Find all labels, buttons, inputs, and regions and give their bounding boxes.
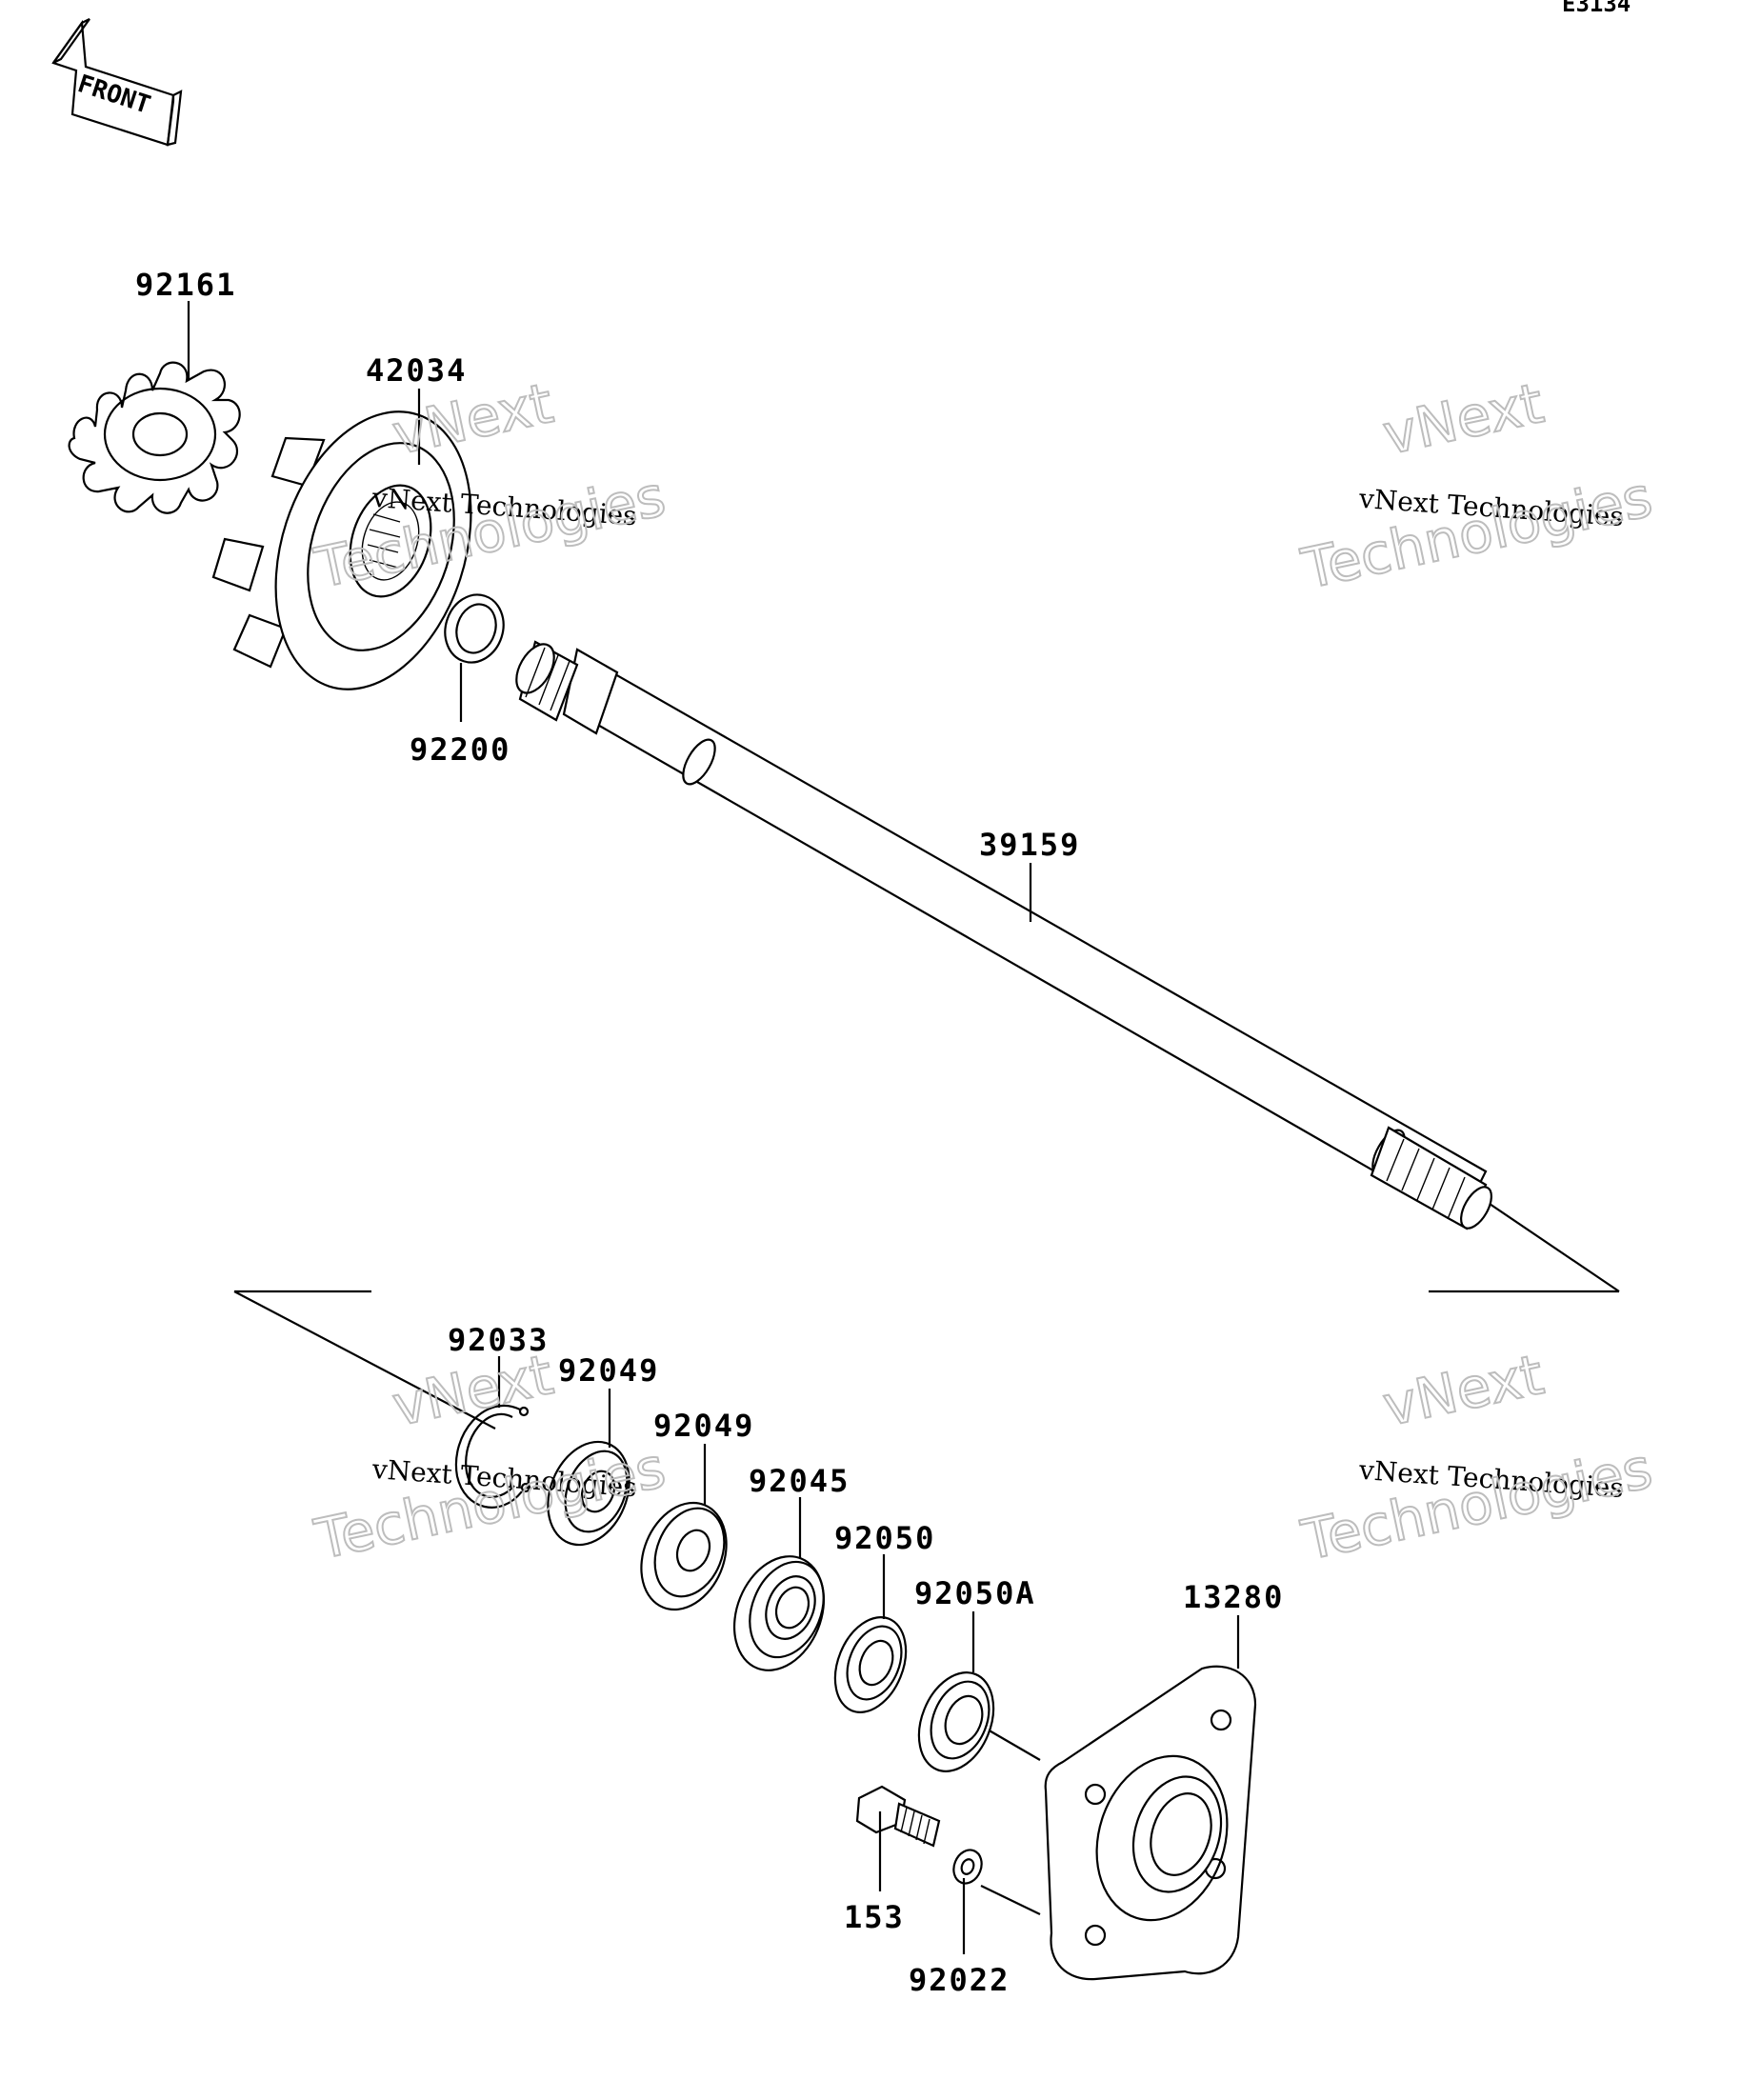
diagram-code: E3134 <box>1562 0 1631 17</box>
label-13280: 13280 <box>1183 1579 1284 1615</box>
watermark-word: Technologies <box>1296 1435 1658 1572</box>
watermark-bottom-right: vNext vNext Technologies Technologies <box>1295 1341 1659 1574</box>
label-92050A: 92050A <box>914 1575 1036 1611</box>
label-92200: 92200 <box>410 731 510 768</box>
part-92049-seal-b <box>640 1501 728 1611</box>
label-92161: 92161 <box>135 267 236 303</box>
part-13280-cover <box>1044 1665 1257 1981</box>
part-92161-damper <box>68 361 241 514</box>
label-39159: 39159 <box>979 827 1080 863</box>
label-92049-a: 92049 <box>558 1352 659 1389</box>
part-92033-circlip <box>454 1404 531 1509</box>
part-92022-washer <box>952 1849 983 1885</box>
watermark-top-right: vNext vNext Technologies Technologies <box>1295 370 1659 603</box>
leader-lines <box>187 301 1240 1954</box>
label-92022: 92022 <box>909 1962 1010 1998</box>
part-153-bolt <box>855 1785 941 1848</box>
part-92049-seal-a <box>547 1440 630 1547</box>
watermark-word: Technologies <box>1296 464 1658 601</box>
part-92045-bearing <box>732 1555 826 1671</box>
front-arrow-icon: FRONT <box>51 18 183 147</box>
watermark-brand: vNext <box>1377 1342 1549 1439</box>
label-92050: 92050 <box>834 1520 935 1556</box>
part-39159-shaft <box>515 640 1492 1230</box>
watermark-brand: vNext <box>1377 370 1549 468</box>
part-42034-impeller <box>211 410 472 690</box>
watermark-bottom-left: vNext vNext Technologies Technologies <box>309 1341 672 1573</box>
watermark-brand: vNext <box>387 1342 558 1439</box>
label-92045: 92045 <box>749 1463 850 1499</box>
part-92050-seal <box>833 1616 908 1713</box>
label-153: 153 <box>844 1899 905 1935</box>
label-92033: 92033 <box>448 1322 549 1358</box>
part-92050A-seal <box>917 1671 995 1772</box>
part-92200-washer <box>444 593 505 664</box>
watermark-word: Technologies <box>310 1435 671 1572</box>
label-42034: 42034 <box>366 352 467 389</box>
label-92049-b: 92049 <box>653 1408 754 1444</box>
